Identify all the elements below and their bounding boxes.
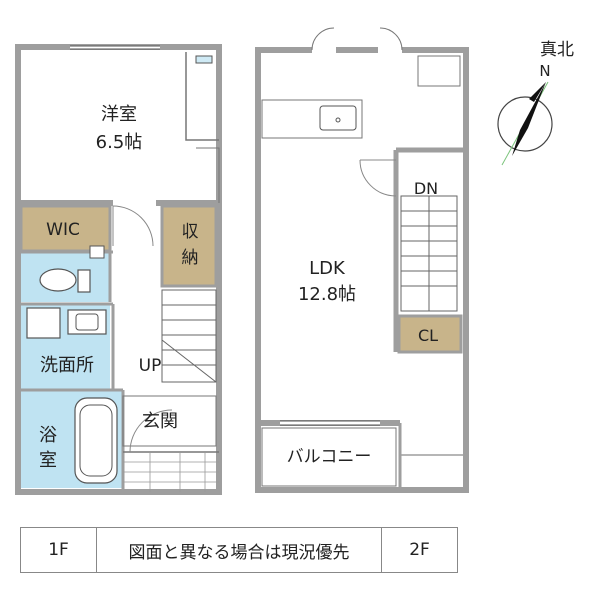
legend-bar: 1F 図面と異なる場合は現況優先 2F <box>20 527 458 573</box>
storage-label-bottom: 納 <box>182 248 199 268</box>
western-room-label: 洋室 <box>101 104 137 125</box>
closet-label: CL <box>418 326 438 345</box>
true-north-label: 真北 <box>540 40 574 60</box>
ldk-label: LDK <box>309 258 346 279</box>
bathtub-icon <box>74 397 118 484</box>
storage-room <box>160 204 218 288</box>
bath-label-bottom: 室 <box>39 450 57 471</box>
compass-needle-icon <box>512 82 546 156</box>
door-swing <box>112 205 154 247</box>
floor-plan: 洋室 6.5帖 WIC 収 納 洗面所 浴 室 UP 玄関 LDK 12.8帖 … <box>15 27 574 495</box>
balcony-label: バルコニー <box>287 447 372 467</box>
north-label: N <box>539 62 550 80</box>
down-label: DN <box>414 179 438 198</box>
ldk-size: 12.8帖 <box>298 284 356 305</box>
compass: 真北 N <box>497 40 574 166</box>
floor-2-outer-wall <box>255 47 469 493</box>
bath-label-top: 浴 <box>39 425 57 446</box>
balcony-area <box>261 427 397 487</box>
stairs-2f <box>400 195 458 312</box>
up-label: UP <box>139 356 162 376</box>
disclaimer-note: 図面と異なる場合は現況優先 <box>97 528 382 572</box>
washing-machine-icon <box>26 307 61 339</box>
washroom-label: 洗面所 <box>40 355 94 376</box>
storage-label-top: 収 <box>182 222 199 242</box>
kitchen-counter <box>261 99 363 139</box>
sink-icon <box>89 245 105 259</box>
western-room-size: 6.5帖 <box>96 132 143 153</box>
entrance-label: 玄関 <box>142 411 178 432</box>
wic-room <box>19 204 112 253</box>
floor-2-label: 2F <box>409 540 430 560</box>
toilet-icon <box>39 268 77 292</box>
floor-1-label: 1F <box>21 528 97 572</box>
closet-room <box>397 314 463 354</box>
entrance-room <box>122 395 217 447</box>
room-labels: 洋室 6.5帖 WIC 収 納 洗面所 浴 室 UP 玄関 LDK 12.8帖 … <box>39 104 438 471</box>
stairs-1f <box>161 289 217 383</box>
floor-1-plan <box>15 44 222 495</box>
wic-label: WIC <box>46 220 80 240</box>
floor-2-plan <box>255 27 469 493</box>
